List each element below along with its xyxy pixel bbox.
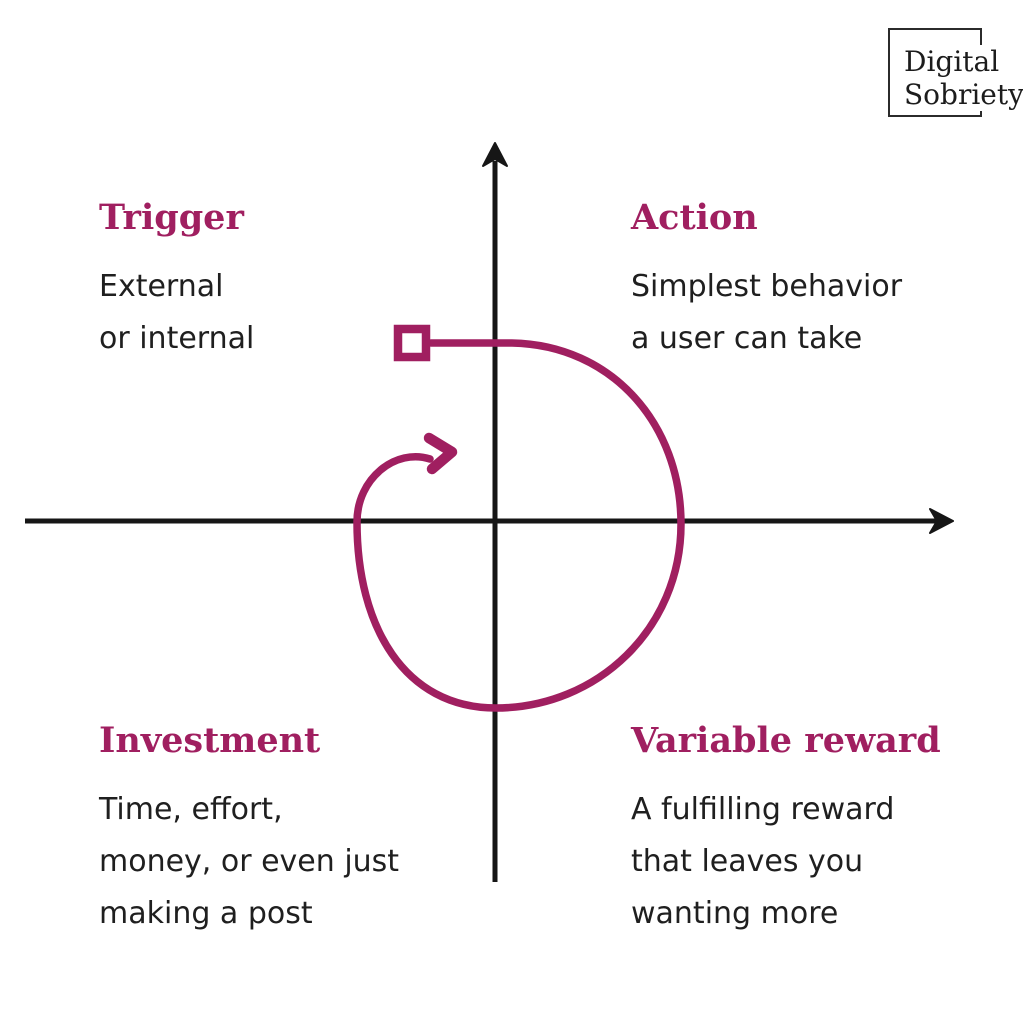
quadrant-investment-description: Time, effort, money, or even just making…: [99, 792, 400, 931]
brand-name-line1: Digital: [902, 45, 1004, 78]
loop-arrowhead-icon: [423, 432, 458, 475]
quadrant-variable-reward-title: Variable reward: [631, 720, 941, 761]
quadrant-variable-reward: Variable reward A fulfilling reward that…: [631, 719, 1001, 940]
loop-start-square-marker: [393, 324, 431, 362]
quadrant-action-title: Action: [631, 197, 758, 238]
quadrant-trigger-title: Trigger: [99, 197, 244, 238]
quadrant-variable-reward-description: A fulfilling reward that leaves you want…: [631, 792, 895, 931]
quadrant-action-description: Simplest behavior a user can take: [631, 269, 903, 356]
y-axis-arrow-icon: [482, 142, 508, 167]
quadrant-investment-title: Investment: [99, 720, 321, 761]
brand-badge: Digital Sobriety: [888, 28, 1023, 117]
quadrant-trigger: Trigger External or internal: [99, 196, 469, 365]
quadrant-action: Action Simplest behavior a user can take: [631, 196, 1001, 365]
x-axis-arrow-icon: [929, 508, 954, 534]
hook-loop-path: [353, 339, 685, 712]
quadrant-trigger-description: External or internal: [99, 269, 255, 356]
brand-wordmark: Digital Sobriety: [902, 45, 1023, 111]
brand-name-line2: Sobriety: [902, 78, 1023, 111]
quadrant-investment: Investment Time, effort, money, or even …: [99, 719, 469, 940]
